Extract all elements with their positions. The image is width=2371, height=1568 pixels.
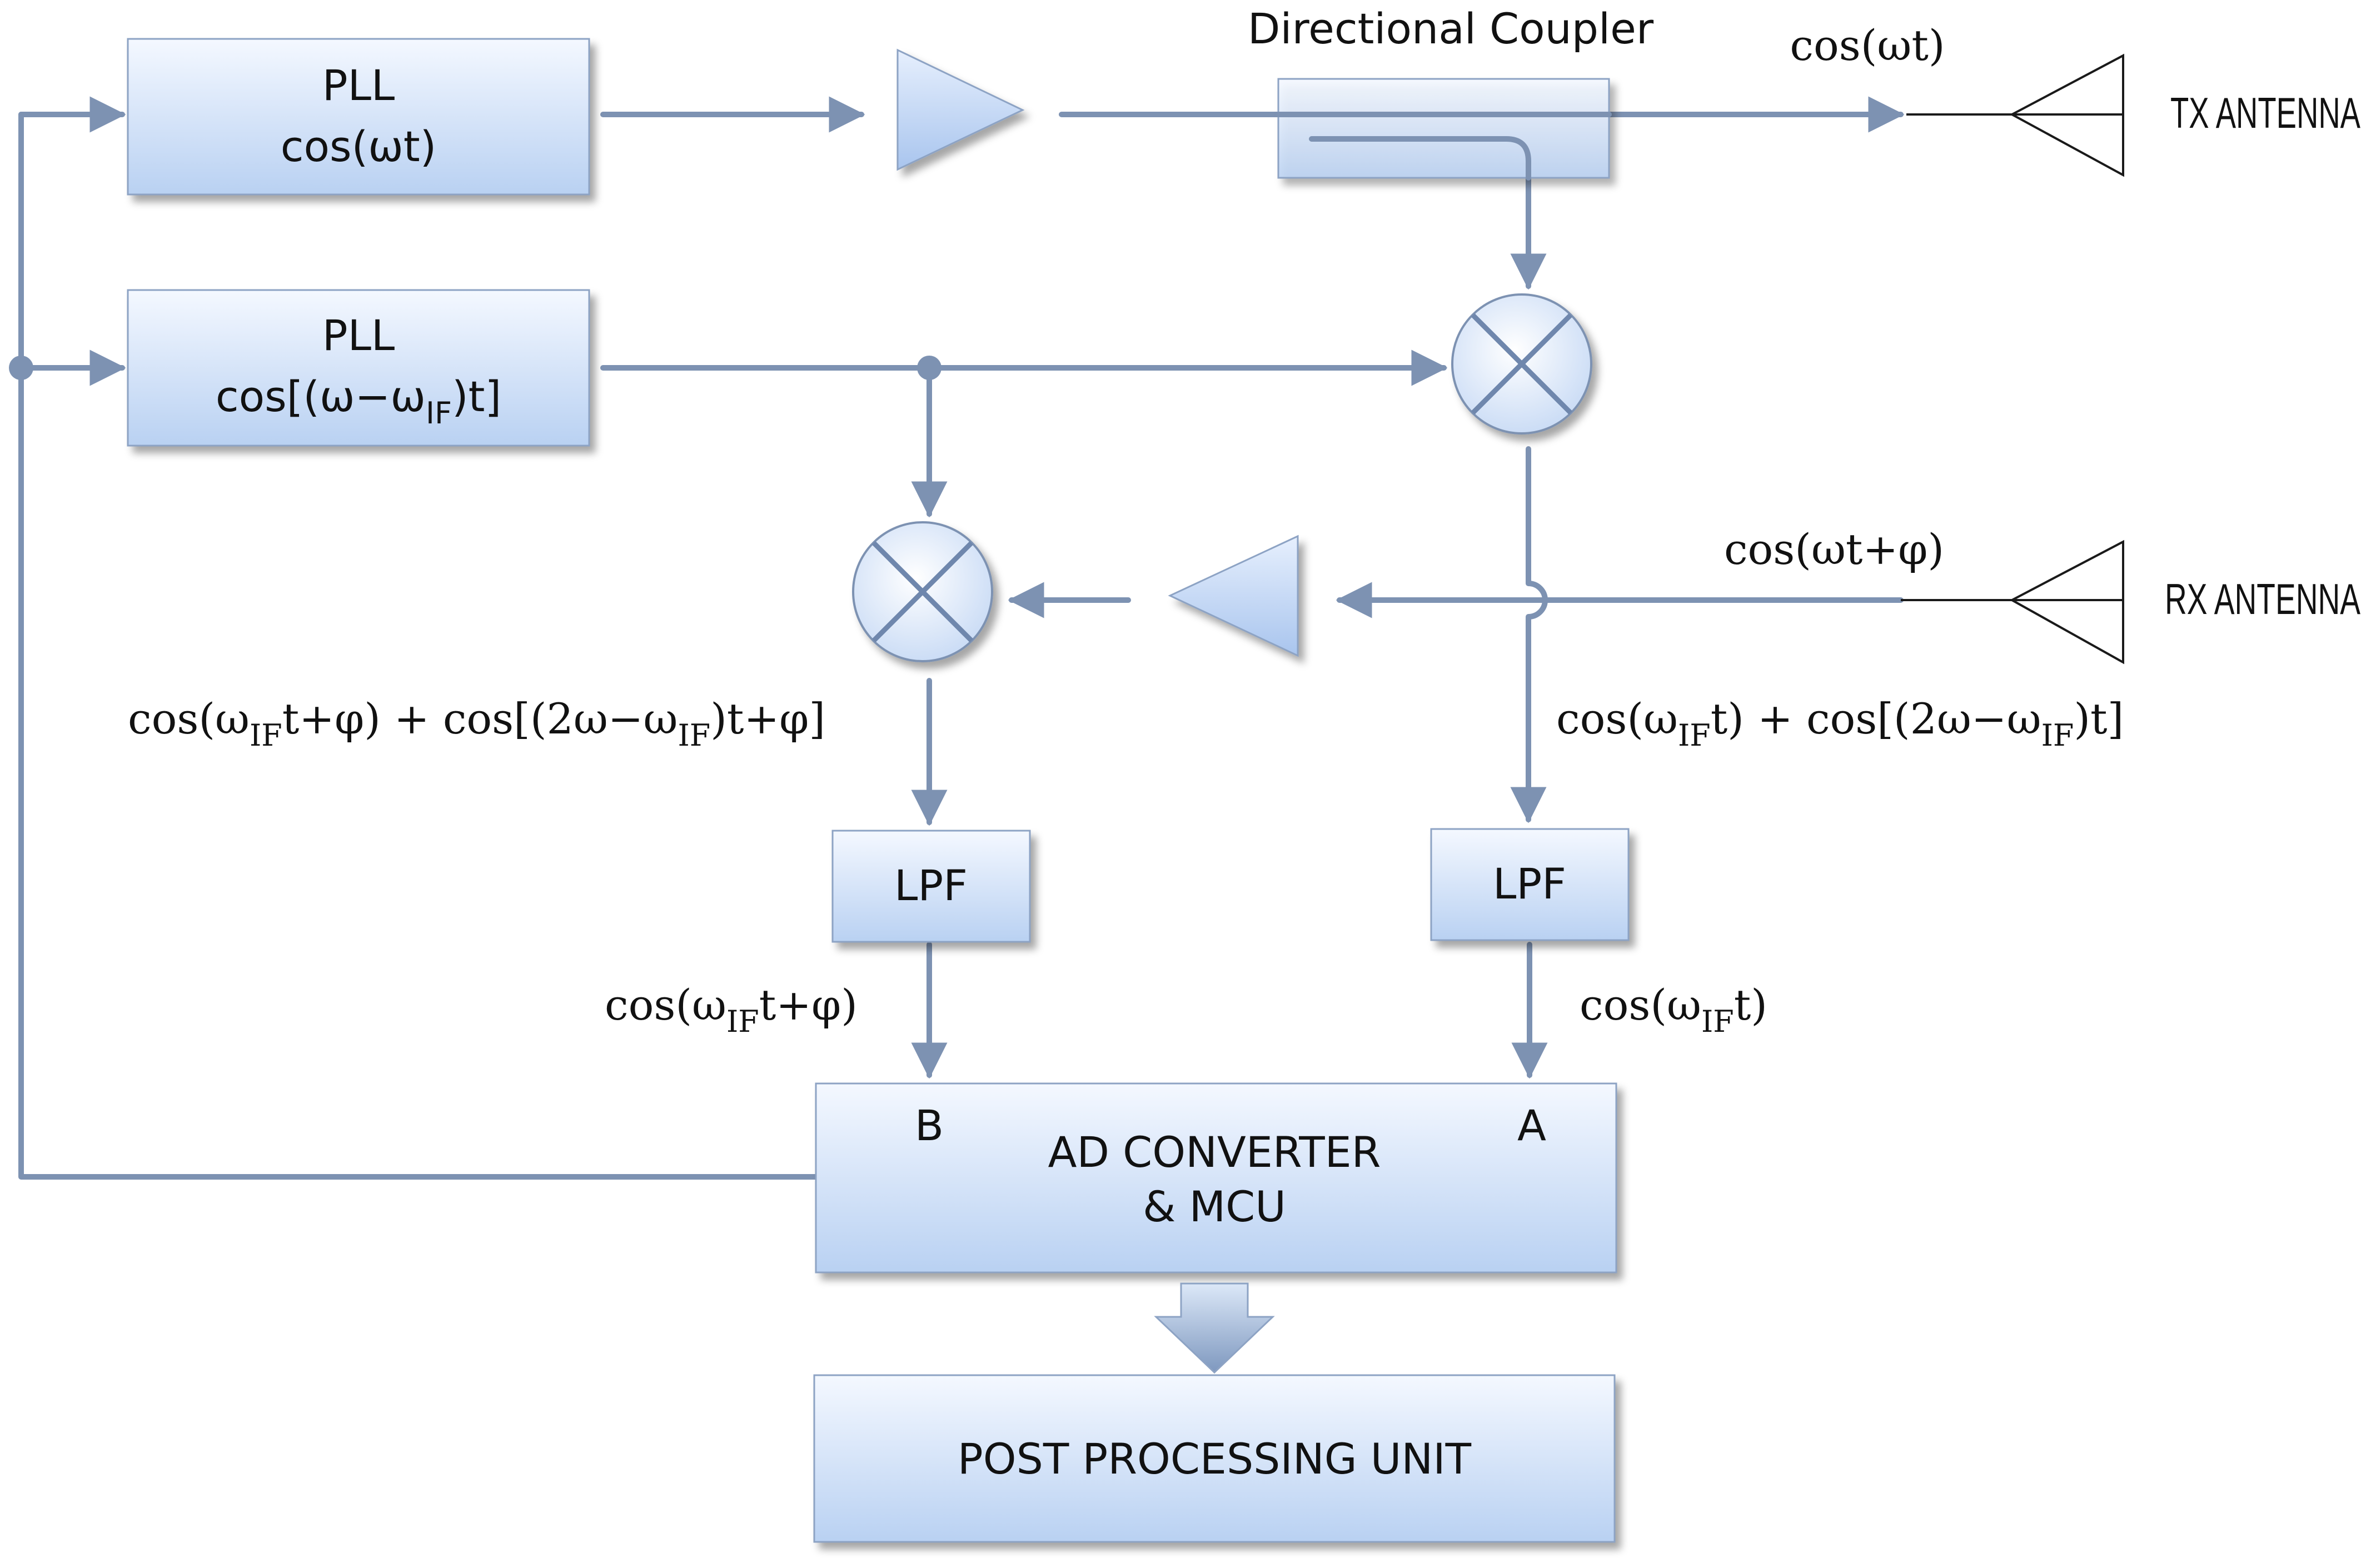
adc-mcu-block: B A AD CONVERTER & MCU [815, 1082, 1617, 1274]
adc-line1: AD CONVERTER [1048, 1127, 1381, 1177]
mixer-b-output-label: cos(ωIFt+φ) + cos[(2ω−ωIF)t+φ] [128, 694, 825, 753]
pll2-title: PLL [322, 311, 395, 360]
tx-antenna-label: TX ANTENNA [2170, 88, 2360, 137]
pll1-signal: cos(ωt) [281, 122, 437, 171]
rx-antenna: RX ANTENNA [1901, 540, 2360, 665]
lpf-block-a: LPF [1430, 828, 1630, 941]
mixer-b [852, 521, 993, 662]
rx-signal-label: cos(ωt+φ) [1724, 525, 1944, 574]
mixer-a-output-label: cos(ωIFt) + cos[(2ω−ωIF)t] [1556, 694, 2124, 753]
rx-antenna-label: RX ANTENNA [2165, 575, 2360, 623]
post-label: POST PROCESSING UNIT [958, 1434, 1472, 1484]
lpf-a-label: LPF [1493, 859, 1566, 908]
coupler-label: Directional Coupler [1248, 4, 1654, 53]
junction-dot [9, 356, 33, 380]
down-arrow [1154, 1282, 1275, 1374]
lpf-a-output-label: cos(ωIFt) [1580, 980, 1767, 1039]
tx-signal-label: cos(ωt) [1790, 21, 1945, 70]
adc-port-b: B [915, 1101, 944, 1150]
pll-block-2: PLL cos[(ω−ωIF)t] [127, 289, 590, 447]
tx-antenna: TX ANTENNA [1906, 53, 2360, 177]
lpf-b-output-label: cos(ωIFt+φ) [605, 980, 858, 1039]
adc-port-a: A [1517, 1101, 1546, 1150]
tx-amplifier [896, 48, 1025, 171]
rx-amplifier [1168, 535, 1299, 657]
pll-block-1: PLL cos(ωt) [127, 38, 590, 196]
mixer-a [1451, 293, 1592, 435]
wire-mixer-a-to-lpf-a [1510, 446, 1548, 823]
pll2-signal: cos[(ω−ωIF)t] [216, 372, 501, 431]
pll1-title: PLL [322, 61, 395, 110]
adc-line2: & MCU [1143, 1182, 1286, 1231]
lpf-b-label: LPF [894, 861, 968, 910]
post-processing-block: POST PROCESSING UNIT [813, 1374, 1616, 1543]
feedback-wire [18, 112, 819, 1180]
directional-coupler: Directional Coupler [1248, 4, 1654, 181]
lpf-block-b: LPF [831, 830, 1031, 943]
